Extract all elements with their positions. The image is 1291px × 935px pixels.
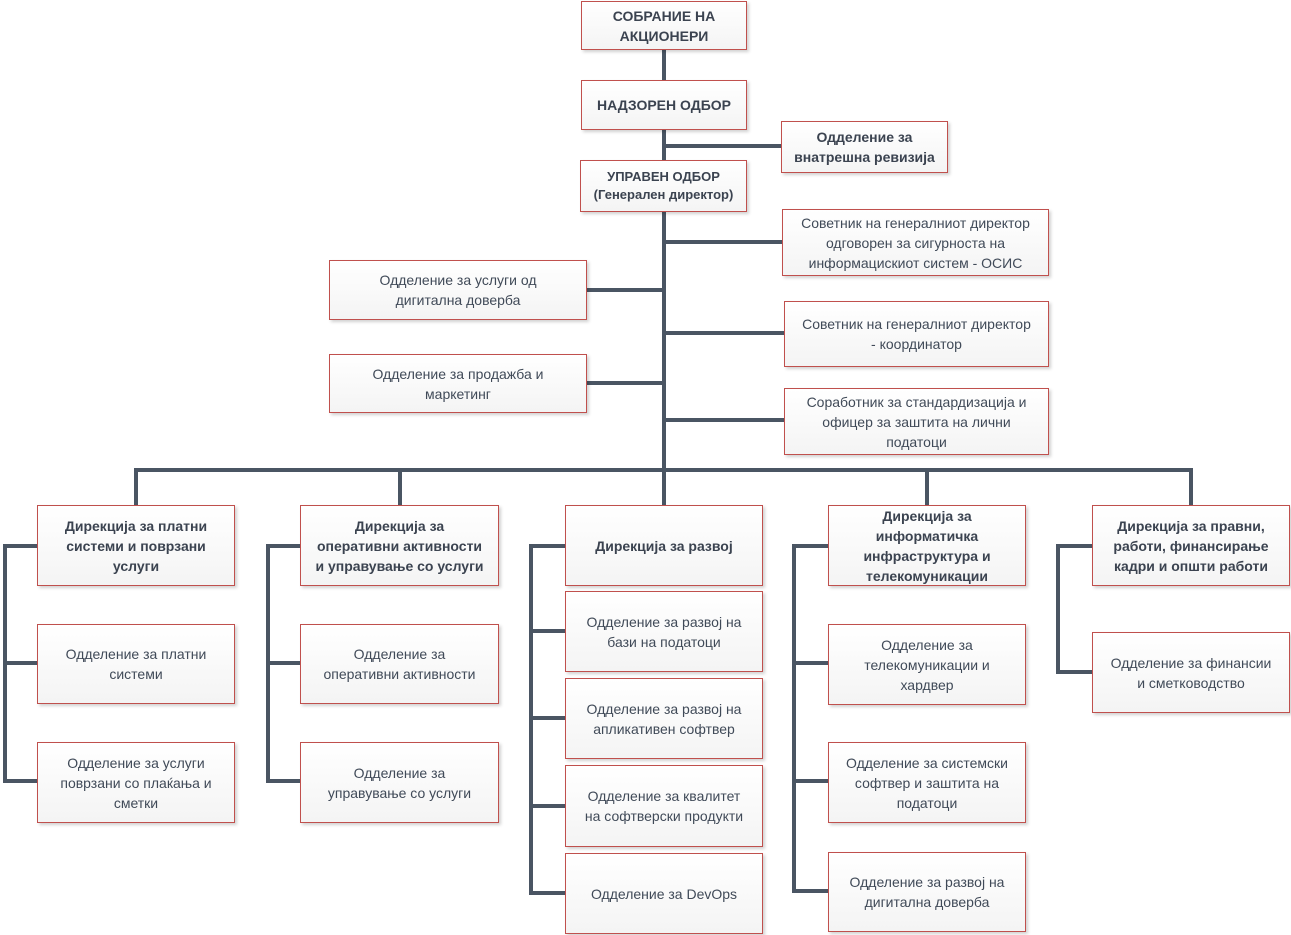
department-label: Одделение за управување со услуги xyxy=(327,764,472,801)
directorate-title: Дирекција за оперативни активности и упр… xyxy=(315,517,484,574)
department-label: Одделение за платни системи xyxy=(65,646,207,682)
department-box: Одделение за управување со услуги xyxy=(300,742,499,823)
sales-marketing-box: Одделение за продажба и маркетинг xyxy=(329,354,587,413)
department-box: Одделение за услуги поврзани со плаќања … xyxy=(37,742,235,823)
department-box: Одделение за системски софтвер и заштита… xyxy=(828,742,1026,823)
management-board-label: УПРАВЕН ОДБОР (Генерален директор) xyxy=(593,169,734,202)
department-box: Одделение за платни системи xyxy=(37,624,235,704)
department-label: Одделение за услуги поврзани со плаќања … xyxy=(60,754,212,811)
internal-audit-label: Одделение за внатрешна ревизија xyxy=(794,129,935,165)
department-label: Одделение за развој на дигитална доверба xyxy=(849,874,1005,910)
directorate-payment-systems-box: Дирекција за платни системи и поврзани у… xyxy=(37,505,235,586)
department-label: Одделение за развој на бази на податоци xyxy=(586,613,742,650)
directorate-title: Дирекција за правни, работи, финансирање… xyxy=(1113,517,1269,574)
directorate-title: Дирекција за информатичка инфраструктура… xyxy=(863,507,991,584)
department-label: Одделение за системски софтвер и заштита… xyxy=(846,754,1008,811)
management-board-box: УПРАВЕН ОДБОР (Генерален директор) xyxy=(580,160,747,212)
directorate-infrastructure-box: Дирекција за информатичка инфраструктура… xyxy=(828,505,1026,586)
directorate-legal-finance-box: Дирекција за правни, работи, финансирање… xyxy=(1092,505,1290,586)
directorate-operations-box: Дирекција за оперативни активности и упр… xyxy=(300,505,499,586)
department-label: Одделение за телекомуникации и хардвер xyxy=(864,636,990,693)
directorate-development-box: Дирекција за развој xyxy=(565,505,763,586)
standardization-associate-label: Соработник за стандардизација и офицер з… xyxy=(806,393,1027,450)
shareholders-assembly-box: СОБРАНИЕ НА АКЦИОНЕРИ xyxy=(581,1,747,50)
advisor-osis-box: Советник на генералниот директор одговор… xyxy=(782,209,1049,276)
department-box: Одделение за оперативни активности xyxy=(300,624,499,704)
department-label: Одделение за DevOps xyxy=(590,885,738,902)
supervisory-board-label: НАДЗОРЕН ОДБОР xyxy=(596,97,731,113)
directorate-title: Дирекција за платни системи и поврзани у… xyxy=(64,517,208,574)
department-box: Одделение за развој на апликативен софтв… xyxy=(565,678,763,759)
internal-audit-box: Одделение за внатрешна ревизија xyxy=(781,121,948,173)
supervisory-board-box: НАДЗОРЕН ОДБОР xyxy=(581,80,747,130)
advisor-osis-label: Советник на генералниот директор одговор… xyxy=(801,214,1030,271)
shareholders-assembly-label: СОБРАНИЕ НА АКЦИОНЕРИ xyxy=(612,7,716,44)
sales-marketing-label: Одделение за продажба и маркетинг xyxy=(372,365,544,402)
department-label: Одделение за финансии и сметководство xyxy=(1110,654,1272,691)
directorate-title: Дирекција за развој xyxy=(595,537,733,554)
department-box: Одделение за развој на дигитална доверба xyxy=(828,852,1026,932)
standardization-associate-box: Соработник за стандардизација и офицер з… xyxy=(784,388,1049,455)
department-box: Одделение за финансии и сметководство xyxy=(1092,632,1290,713)
digital-trust-services-box: Одделение за услуги од дигитална доверба xyxy=(329,260,587,320)
department-label: Одделение за квалитет на софтверски прод… xyxy=(584,788,744,824)
department-box: Одделение за развој на бази на податоци xyxy=(565,591,763,672)
digital-trust-services-label: Одделение за услуги од дигитална доверба xyxy=(379,272,537,308)
department-box: Одделение за квалитет на софтверски прод… xyxy=(565,765,763,847)
department-label: Одделение за оперативни активности xyxy=(323,646,476,682)
department-box: Одделение за телекомуникации и хардвер xyxy=(828,624,1026,705)
department-box: Одделение за DevOps xyxy=(565,853,763,934)
department-label: Одделение за развој на апликативен софтв… xyxy=(586,700,742,737)
advisor-coordinator-box: Советник на генералниот директор - коорд… xyxy=(784,301,1049,367)
advisor-coordinator-label: Советник на генералниот директор - коорд… xyxy=(802,316,1031,352)
